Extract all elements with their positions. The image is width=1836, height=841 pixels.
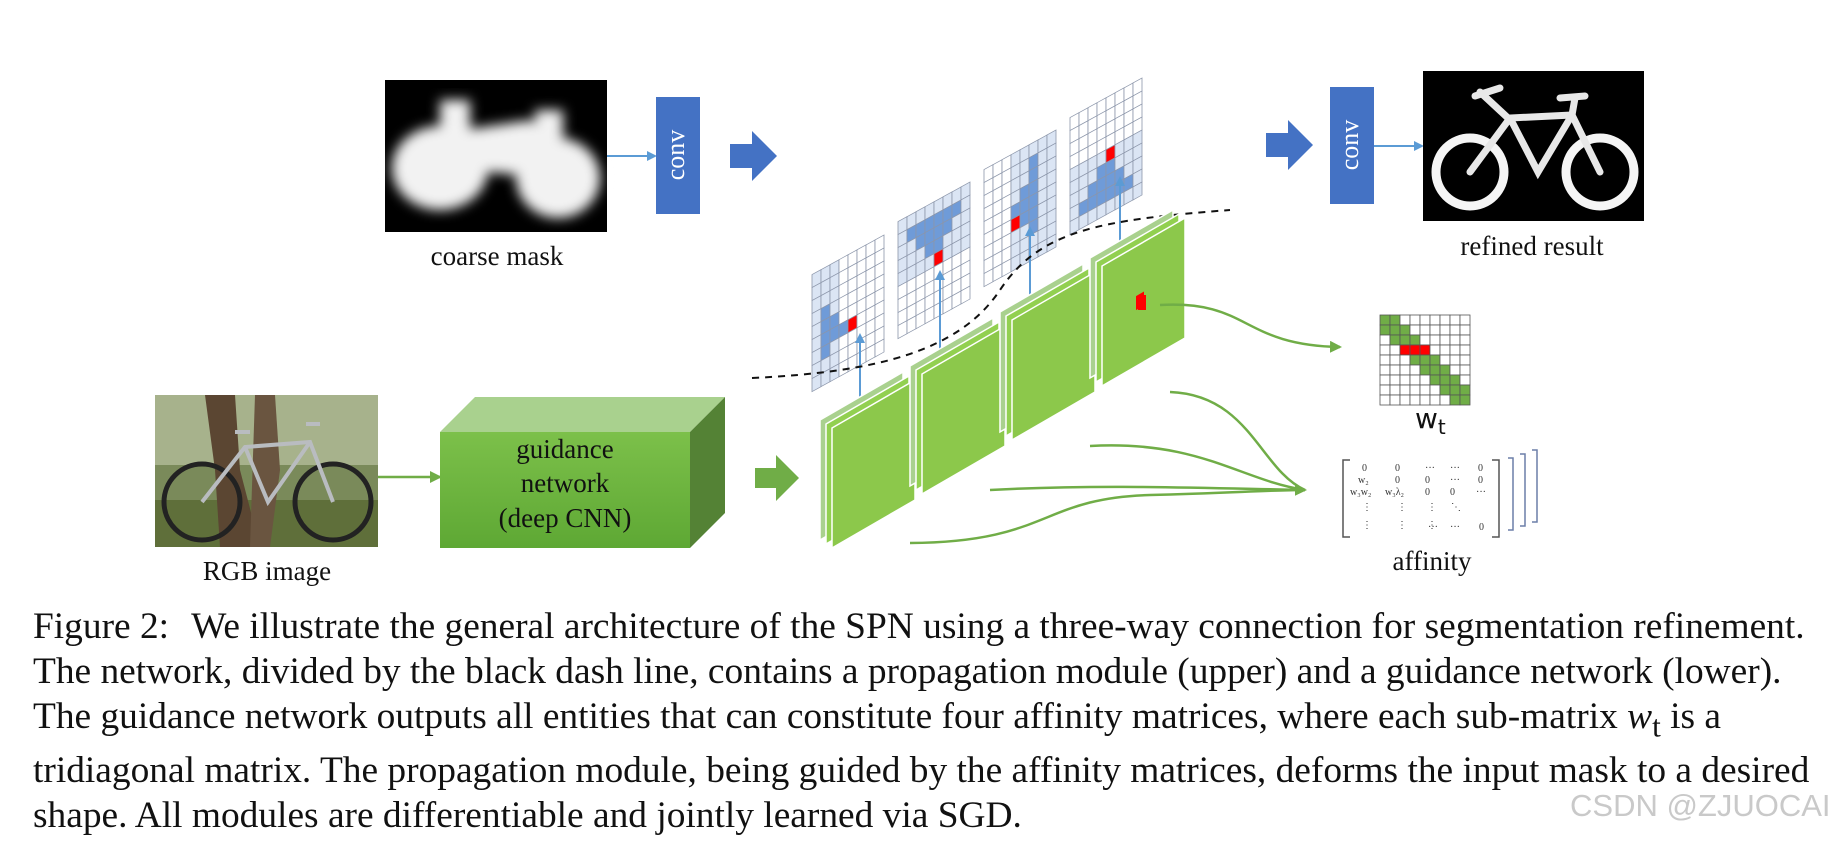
block-arrow-green xyxy=(755,455,799,501)
wt-label-sub: t xyxy=(1438,415,1446,439)
refined-result-label: refined result xyxy=(1460,231,1604,261)
figure-caption: Figure 2:We illustrate the general archi… xyxy=(33,604,1813,838)
coarse-mask-label: coarse mask xyxy=(431,241,564,271)
aff-r2c3: 0 xyxy=(1425,475,1430,486)
svg-text:···: ··· xyxy=(1428,522,1438,533)
propagation-grid-2 xyxy=(897,181,971,340)
aff-r3c5: ··· xyxy=(1476,487,1486,498)
svg-text:⋮: ⋮ xyxy=(1427,520,1437,531)
aff-r2c2: 0 xyxy=(1395,475,1400,486)
architecture-figure: conv conv xyxy=(155,71,1644,586)
feature-slices xyxy=(819,208,1186,550)
wt-matrix xyxy=(1379,314,1471,406)
green-connectors xyxy=(909,303,1342,545)
block-arrow-blue-left xyxy=(730,131,777,181)
guidance-label-line1: guidance xyxy=(516,434,613,464)
wt-label: wt xyxy=(1415,402,1446,439)
caption-text-part1: We illustrate the general architecture o… xyxy=(33,606,1805,737)
svg-text:⋮: ⋮ xyxy=(1397,520,1407,531)
aff-r1c5: 0 xyxy=(1478,463,1483,474)
aff-r2c4: ··· xyxy=(1450,475,1460,486)
guidance-network-box xyxy=(440,397,725,548)
wt-label-main: w xyxy=(1415,402,1438,435)
aff-r2c1: w₂ xyxy=(1358,475,1369,486)
caption-math-sub: t xyxy=(1652,708,1661,744)
rgb-image xyxy=(155,395,378,547)
aff-r2c5: 0 xyxy=(1478,475,1483,486)
svg-text:⋮: ⋮ xyxy=(1362,502,1372,513)
caption-text-part2: is a tridiagonal matrix. The propagation… xyxy=(33,696,1810,837)
propagation-grid-1 xyxy=(811,234,885,393)
svg-text:⋮: ⋮ xyxy=(1427,502,1437,513)
aff-r3c4: 0 xyxy=(1450,487,1455,498)
refined-result-image xyxy=(1423,71,1644,221)
guidance-label-line2: network xyxy=(521,468,610,498)
propagation-grids xyxy=(811,77,1143,393)
propagation-grid-4 xyxy=(1069,77,1143,236)
aff-r3c2: w₃λ₂ xyxy=(1385,487,1404,498)
affinity-label: affinity xyxy=(1393,546,1472,576)
svg-text:···: ··· xyxy=(1450,522,1460,533)
aff-r1c2: 0 xyxy=(1395,463,1400,474)
aff-r3c1: w₃w₂ xyxy=(1350,487,1371,498)
svg-text:⋮: ⋮ xyxy=(1397,502,1407,513)
svg-text:0: 0 xyxy=(1479,522,1484,533)
affinity-matrix: 0 0 ··· ··· 0 w₂ 0 0 ··· 0 w₃w₂ w₃λ₂ 0 0… xyxy=(1342,449,1538,538)
conv-right-label: conv xyxy=(1335,120,1364,171)
svg-text:⋮: ⋮ xyxy=(1362,520,1372,531)
caption-math-w: w xyxy=(1627,696,1653,737)
slice-red-pixel xyxy=(1138,295,1146,310)
rgb-image-label: RGB image xyxy=(203,556,331,586)
propagation-grid-3 xyxy=(983,129,1057,288)
aff-r1c4: ··· xyxy=(1450,463,1460,474)
dashed-divider-line xyxy=(751,209,1231,379)
aff-r1c3: ··· xyxy=(1425,463,1435,474)
figure-number: Figure 2: xyxy=(33,606,170,647)
aff-r3c3: 0 xyxy=(1425,487,1430,498)
conv-left-block xyxy=(656,97,700,214)
conv-left-label: conv xyxy=(661,130,690,181)
watermark: CSDN @ZJUOCAI xyxy=(1570,788,1831,823)
conv-right-block xyxy=(1330,87,1374,204)
block-arrow-blue-right xyxy=(1266,120,1313,170)
svg-text:⋱: ⋱ xyxy=(1451,502,1461,513)
coarse-mask-image xyxy=(385,80,607,232)
figure-canvas: conv conv xyxy=(155,71,1644,586)
aff-r1c1: 0 xyxy=(1362,463,1367,474)
guidance-label-line3: (deep CNN) xyxy=(499,503,632,533)
